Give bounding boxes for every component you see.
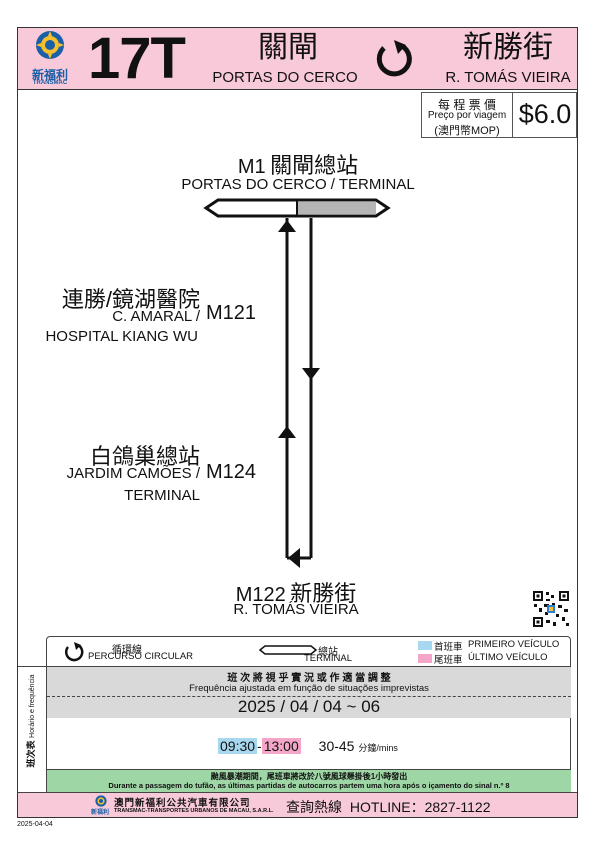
destination-cn: 新勝街 [463,31,553,64]
terminal-1-cn: 關閘總站 [270,153,359,178]
fare-currency: (澳門幣MOP) [434,125,500,137]
qr-code-icon[interactable] [532,590,570,628]
legend-last-pt: ÚLTIMO VEÍCULO [468,652,548,663]
terminal-1-label: M1 關閘總站 [170,148,426,180]
hotline-label: HOTLINE： [349,799,425,815]
origin-cn: 關閘 [258,31,318,64]
footer-company-en: TRANSMAC-TRANSPORTES URBANOS DE MACAU, S… [114,808,274,814]
footer-company-cn: 澳門新福利公共汽車有限公司 [114,798,251,809]
footer-logo-icon [95,795,107,807]
legend-circular-icon [65,642,84,662]
legend-first-pt: PRIMEIRO VEÍCULO [468,639,560,650]
legend-last-swatch [418,654,432,663]
terminal-1-code: M1 [237,156,266,178]
stop-2-pt-2: HOSPITAL KIANG WU [45,328,198,345]
legend-circular-cn: 循環線 [112,645,142,656]
arrow-left-bottom-icon [288,548,300,568]
stop-2-code: M121 [206,302,257,324]
transmac-logo: 新福利 TRANSMAC [30,30,70,88]
arrow-up-2-icon [278,426,296,438]
footer-band [18,792,577,817]
legend-terminal-icon [258,645,318,655]
fare-box: 每 程 票 價 Preço por viagem (澳門幣MOP) $6.0 [421,92,577,138]
legend-terminal-pt: TERMINAL [304,653,353,664]
terminal-2-pt: R. TOMÁS VIEIRA [233,601,359,618]
schedule-note-pt: Frequência ajustada em função de situaçõ… [189,683,429,694]
legend-last-cn: 尾班車 [434,655,463,666]
schedule-side-label-cn: 班次表 [26,740,36,768]
hotline[interactable]: 查詢熱線 HOTLINE：2827-1122 [286,797,491,817]
print-date: 2025-04-04 [17,821,53,828]
legend-first-cn: 首班車 [434,642,463,653]
legend-terminal-cn: 總站 [318,647,338,658]
arrow-down-1-icon [302,368,320,380]
frequency-value: 30-45 [318,738,355,754]
terminal-bar-grey [298,202,376,214]
stop-3-pt-2: TERMINAL [124,487,200,504]
schedule-date-range: 2025 / 04 / 04 ~ 06 [237,697,381,716]
header: 新福利 TRANSMAC 17T 關閘 PORTAS DO CERCO 新勝街 … [18,28,577,90]
stop-3-code: M124 [206,461,257,483]
schedule-note-cn: 班 次 將 視 乎 實 況 或 作 適 當 調 整 [227,673,391,684]
legend-first-swatch [418,641,432,650]
schedule-side-label-pt: Horário e frequência [29,674,36,738]
fare-label-pt: Preço por viagem [427,110,507,121]
typhoon-band [47,769,571,792]
circular-arrow-icon [376,40,412,77]
stop-3-cn: 白鴿巢總站 [89,444,200,469]
logo-cn: 新福利 [31,68,68,82]
terminal-2-code: M122 [235,584,286,606]
frequency-unit: 分鐘/mins [358,743,398,753]
schedule-header-band [47,666,571,718]
legend-circular-pt: PERCURSO CIRCULAR [88,651,194,662]
terminal-2-label: M122 新勝街 [196,576,396,608]
poster-frame [17,27,578,818]
origin-pt: PORTAS DO CERCO [212,69,358,86]
stop-2-pt-1: C. AMARAL / [112,308,200,325]
stop-2-cn: 連勝/鏡湖醫院 [61,287,200,312]
terminal-1-pt: PORTAS DO CERCO / TERMINAL [181,176,415,193]
route-diagram [203,198,391,568]
footer-logo-cn: 新福利 [91,810,110,816]
hotline-number: 2827-1122 [424,799,491,815]
transmac-logo-icon [36,31,64,59]
fare-divider [512,93,513,137]
typhoon-pt: Durante a passagem do tufão, as últimas … [108,781,510,790]
schedule-times-row: 09:30-13:00 30-45 分鐘/mins [218,738,398,754]
destination-pt: R. TOMÁS VIEIRA [445,69,571,86]
typhoon-cn: 颱風暴潮期間，尾班車將改於八號風球懸掛後1小時發出 [210,772,408,781]
first-bus-time: 09:30 [218,738,258,754]
arrow-up-1-icon [278,220,296,232]
schedule-side-column: 班次表 Horário e frequência [18,666,47,792]
fare-label-cn: 每 程 票 價 [437,98,496,112]
schedule-side-label: 班次表 Horário e frequência [26,669,38,773]
logo-en: TRANSMAC [32,80,68,86]
fare-amount: $6.0 [518,99,572,129]
schedule-dash-divider [47,696,571,697]
terminal-2-cn: 新勝街 [290,581,357,606]
last-bus-time: 13:00 [261,738,301,754]
stop-3-pt-1: JARDIM CAMÕES / [66,465,200,482]
time-dash: - [257,738,262,754]
hotline-cn: 查詢熱線 [286,799,342,815]
route-number: 17T [88,26,186,91]
